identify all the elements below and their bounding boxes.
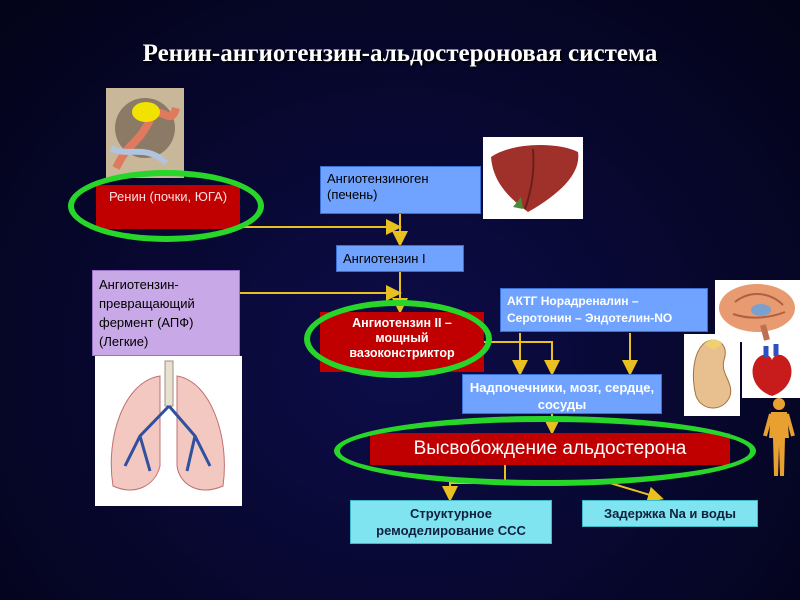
angiotensin1-label: Ангиотензин I [343,251,426,266]
hormones-label: АКТГ Норадреналин – Серотонин – Эндотели… [507,294,673,325]
remodeling-box: Структурное ремоделирование ССС [350,500,552,544]
angiotensin1-box: Ангиотензин I [336,245,464,272]
retention-box: Задержка Na и воды [582,500,758,527]
targets-label: Надпочечники, мозг, сердце, сосуды [469,380,655,412]
angiotensin2-highlight-ring [304,300,492,378]
angiotensinogen-label: Ангиотензиноген (печень) [327,171,429,202]
liver-image [483,137,583,219]
angiotensinogen-box: Ангиотензиноген (печень) [320,166,481,214]
renin-highlight-ring [68,170,264,242]
lungs-image [95,356,242,506]
ace-label: Ангиотензин-превращающий фермент (АПФ) (… [99,277,195,349]
remodeling-label: Структурное ремоделирование ССС [376,506,526,538]
heart-image [742,342,800,398]
brain-image [715,280,800,342]
hormones-box: АКТГ Норадреналин – Серотонин – Эндотели… [500,288,708,332]
page-title: Ренин-ангиотензин-альдостероновая систем… [142,40,658,67]
body-image [763,396,795,478]
aldosterone-highlight-ring [334,416,756,486]
targets-box: Надпочечники, мозг, сердце, сосуды [462,374,662,414]
ace-box: Ангиотензин-превращающий фермент (АПФ) (… [92,270,240,356]
kidney-image [684,334,740,416]
retention-label: Задержка Na и воды [604,506,736,521]
glomerulus-image [106,88,184,178]
